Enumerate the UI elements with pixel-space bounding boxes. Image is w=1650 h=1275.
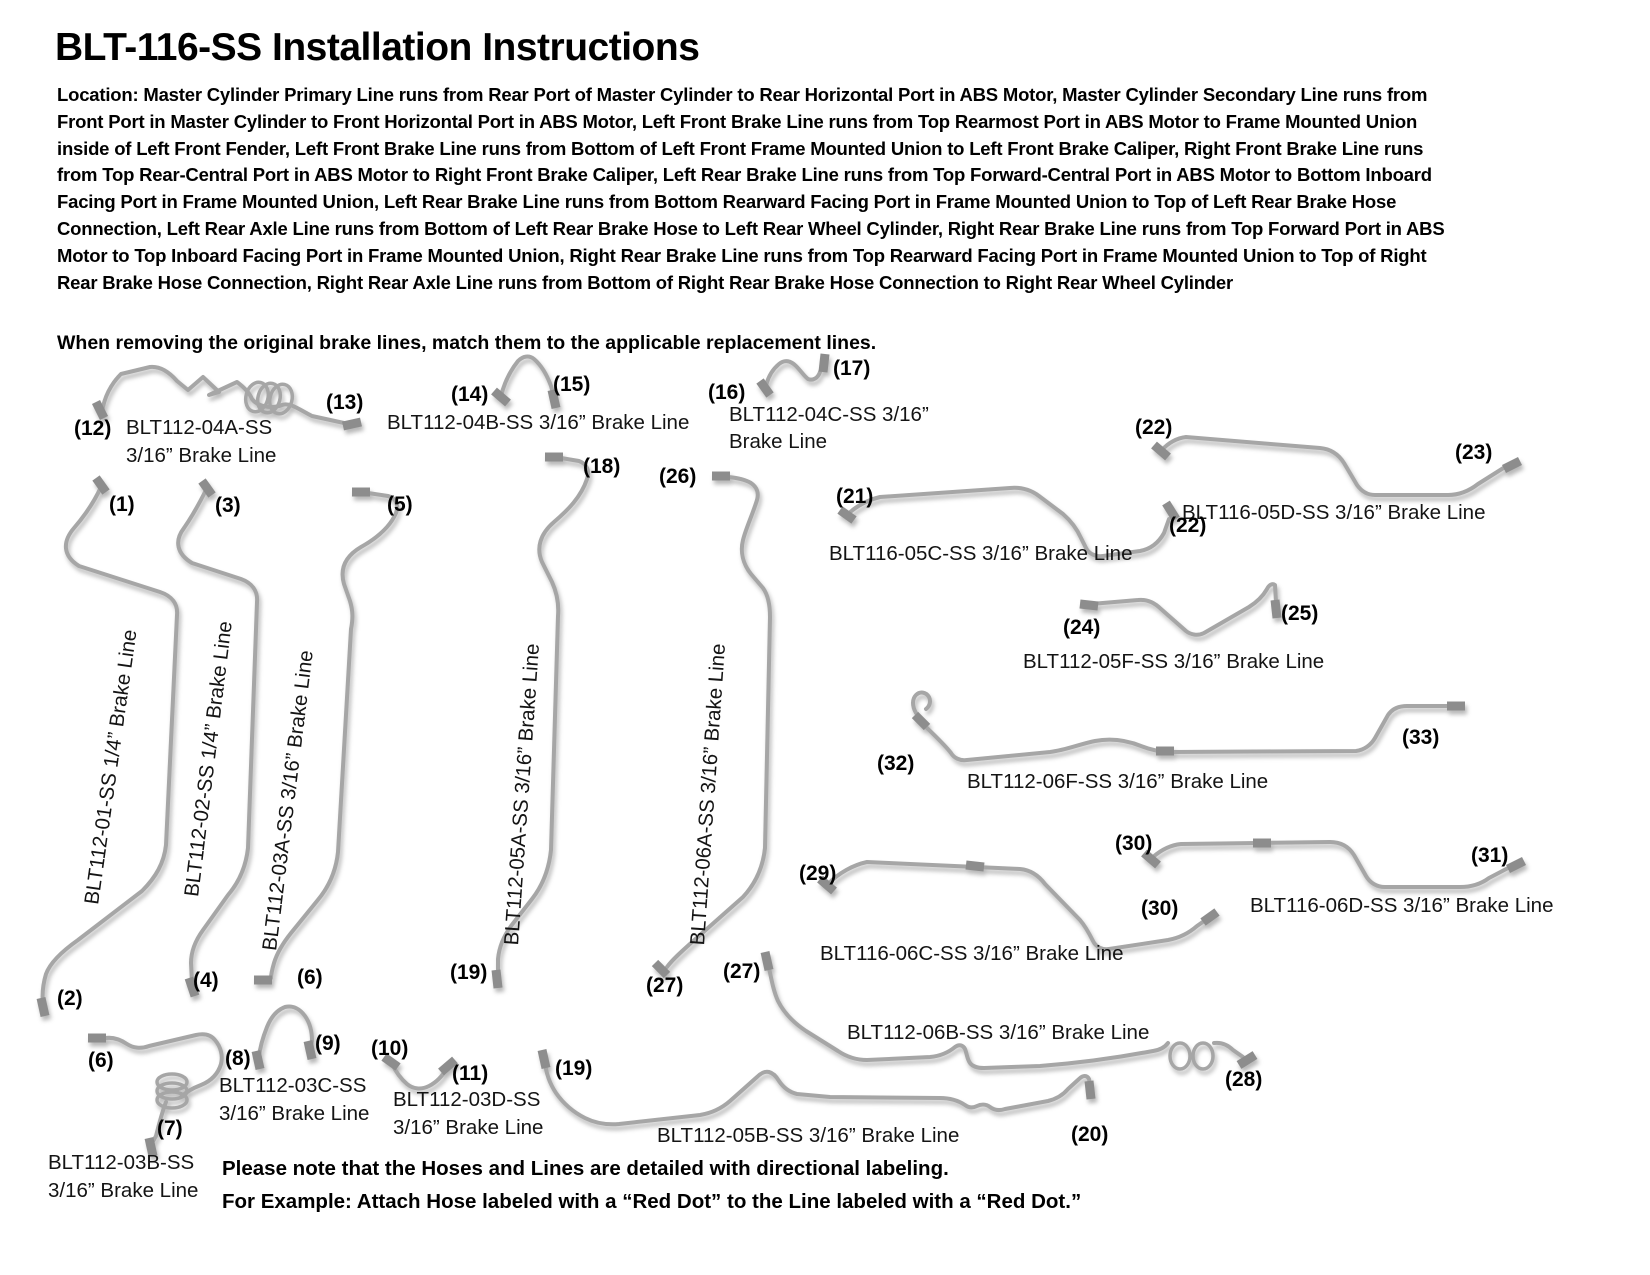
- line-blt112-05f: [1089, 582, 1278, 637]
- part-label: BLT112-05F-SS 3/16” Brake Line: [1023, 650, 1325, 673]
- line-blt112-01: [40, 485, 180, 1006]
- callout: (18): [583, 455, 621, 478]
- callout: (27): [646, 974, 684, 997]
- part-label: BLT112-03B-SS: [48, 1151, 195, 1174]
- part-label: BLT112-06B-SS 3/16” Brake Line: [847, 1021, 1150, 1044]
- callout: (25): [1281, 602, 1319, 625]
- location-line: Facing Port in Frame Mounted Union, Left…: [57, 191, 1397, 213]
- callout: (6): [88, 1049, 114, 1072]
- callout: (22): [1169, 514, 1207, 537]
- callout: (33): [1402, 726, 1440, 749]
- callout: (5): [387, 493, 413, 516]
- match-note: When removing the original brake lines, …: [57, 332, 877, 354]
- callout: (10): [371, 1037, 409, 1060]
- callout: (2): [57, 987, 83, 1010]
- callout: (15): [553, 373, 591, 396]
- callout: (24): [1063, 616, 1101, 639]
- line-blt112-04c: [764, 359, 825, 388]
- line-blt116-05c: [847, 485, 1171, 559]
- callout: (3): [215, 494, 241, 517]
- part-label: 3/16” Brake Line: [48, 1179, 199, 1202]
- line-blt116-05d: [1160, 435, 1507, 497]
- line-blt112-06a: [665, 475, 772, 969]
- callout: (23): [1455, 441, 1493, 464]
- part-label: 3/16” Brake Line: [393, 1116, 544, 1139]
- part-label: BLT112-04C-SS 3/16”: [729, 403, 929, 426]
- callout: (20): [1071, 1123, 1109, 1146]
- line-blt112-05a: [496, 456, 591, 976]
- location-line: from Top Rear-Central Port in ABS Motor …: [57, 164, 1432, 186]
- callout: (16): [708, 381, 746, 404]
- location-line: Location: Master Cylinder Primary Line r…: [57, 84, 1428, 105]
- callout: (22): [1135, 416, 1173, 439]
- line-blt116-06d: [1151, 840, 1512, 889]
- part-label: 3/16” Brake Line: [126, 444, 277, 467]
- part-label: BLT112-03C-SS: [219, 1074, 367, 1097]
- page-title: BLT-116-SS Installation Instructions: [55, 26, 700, 69]
- line-blt112-05b: [543, 1060, 1092, 1127]
- part-label: BLT116-05D-SS 3/16” Brake Line: [1182, 501, 1486, 524]
- part-label: Brake Line: [729, 430, 828, 453]
- location-line: Motor to Top Inboard Facing Port in Fram…: [57, 244, 1427, 266]
- callout: (1): [109, 493, 135, 516]
- line-blt112-03c: [257, 1004, 314, 1059]
- callout: (17): [833, 357, 871, 380]
- part-label: BLT112-04B-SS 3/16” Brake Line: [387, 411, 690, 434]
- part-label: BLT112-06F-SS 3/16” Brake Line: [967, 770, 1269, 793]
- part-label: BLT112-05B-SS 3/16” Brake Line: [657, 1124, 960, 1147]
- line-blt112-02: [176, 488, 260, 985]
- footer-line-1: Please note that the Hoses and Lines are…: [222, 1157, 949, 1180]
- part-label: BLT116-06D-SS 3/16” Brake Line: [1250, 894, 1554, 917]
- line-blt112-03a: [269, 491, 400, 980]
- callout: (13): [326, 391, 364, 414]
- callout: (31): [1471, 844, 1509, 867]
- location-line: Connection, Left Rear Axle Line runs fro…: [57, 217, 1445, 239]
- callout: (8): [225, 1047, 251, 1070]
- callout: (4): [193, 969, 219, 992]
- callout: (9): [315, 1032, 341, 1055]
- callout: (27): [723, 960, 761, 983]
- part-label: BLT112-03D-SS: [393, 1088, 541, 1111]
- location-line: Front Port in Master Cylinder to Front H…: [57, 110, 1418, 132]
- callout: (6): [297, 966, 323, 989]
- footer-line-2: For Example: Attach Hose labeled with a …: [222, 1190, 1082, 1213]
- line-blt112-04a: [100, 364, 346, 425]
- callout: (26): [659, 465, 697, 488]
- part-label: 3/16” Brake Line: [219, 1102, 370, 1125]
- part-label: BLT116-05C-SS 3/16” Brake Line: [829, 542, 1133, 565]
- line-blt112-03d: [390, 1062, 449, 1091]
- part-label: BLT112-04A-SS: [126, 416, 273, 439]
- part-label: BLT116-06C-SS 3/16” Brake Line: [820, 942, 1124, 965]
- callout: (12): [74, 417, 112, 440]
- callout: (28): [1225, 1068, 1263, 1091]
- callout: (19): [555, 1057, 593, 1080]
- footer-note: Please note that the Hoses and Lines are…: [222, 1152, 1081, 1218]
- callout: (30): [1115, 832, 1153, 855]
- callout: (32): [877, 752, 915, 775]
- line-blt116-06c: [827, 860, 1209, 952]
- location-line: inside of Left Front Fender, Left Front …: [57, 137, 1424, 159]
- location-line: Rear Brake Hose Connection, Right Rear A…: [57, 271, 1233, 293]
- callout: (11): [452, 1062, 489, 1085]
- callout: (21): [836, 485, 874, 508]
- line-blt112-06b: [766, 961, 1245, 1070]
- location-paragraph: Location: Master Cylinder Primary Line r…: [57, 82, 1445, 296]
- callout: (29): [799, 862, 837, 885]
- callout: (30): [1141, 897, 1179, 920]
- callout: (14): [451, 383, 489, 406]
- callout: (7): [157, 1117, 183, 1140]
- line-blt112-04b: [499, 354, 556, 399]
- callout: (19): [450, 961, 488, 984]
- line-blt112-06f: [911, 690, 1452, 763]
